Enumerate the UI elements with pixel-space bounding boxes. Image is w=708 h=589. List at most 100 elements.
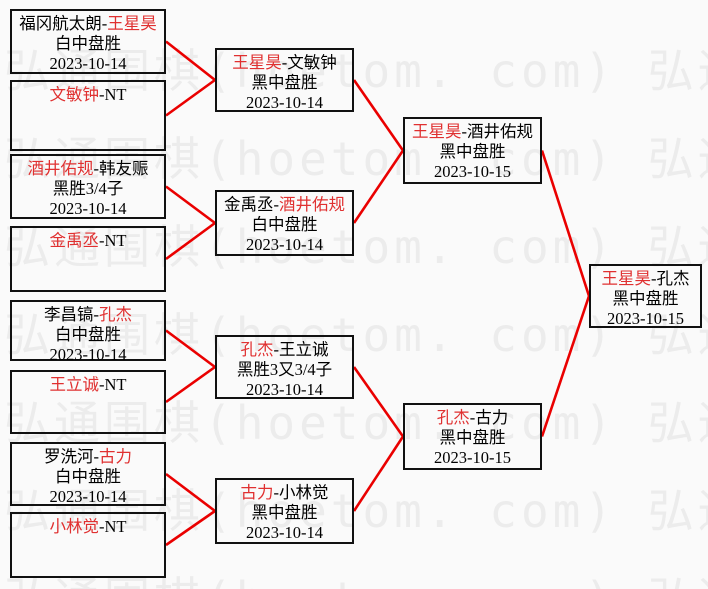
- match-date: 2023-10-14: [49, 199, 127, 218]
- match-players: 王星昊-酒井佑规: [405, 122, 540, 142]
- match-result: [12, 537, 164, 557]
- winner-name: 孔杰: [99, 305, 132, 324]
- player-name: 文敏钟: [287, 53, 337, 72]
- match-result: [12, 395, 164, 415]
- winner-name: 王星昊: [232, 53, 282, 72]
- match-players: 小林觉-NT: [12, 517, 164, 537]
- name-separator: -: [281, 53, 288, 72]
- winner-name: 王星昊: [601, 269, 652, 288]
- match-date: [12, 125, 164, 145]
- player-name: NT: [104, 231, 127, 250]
- match-players: 文敏钟-NT: [12, 85, 164, 105]
- match-box-first-round-2: 文敏钟-NT: [10, 80, 166, 151]
- player-name: 福冈航太朗: [19, 14, 102, 33]
- match-result: 黑中盘胜: [612, 289, 679, 308]
- match-players: 金禹丞-NT: [12, 231, 164, 251]
- match-date: 2023-10-14: [246, 93, 323, 112]
- watermark-text: 弘通围棋(hoetom. com) 弘通围棋(hoetom. com): [4, 132, 708, 186]
- name-separator: -: [99, 375, 105, 394]
- connector-line: [165, 221, 216, 261]
- connector-line: [165, 78, 216, 117]
- connector-line: [540, 295, 591, 437]
- match-result: 黑胜3/4子: [52, 179, 124, 198]
- match-players: 王星昊-孔杰: [591, 269, 700, 289]
- match-players: 李昌镐-孔杰: [12, 305, 164, 325]
- winner-name: 金禹丞: [49, 231, 100, 250]
- match-result: 白中盘胜: [55, 325, 121, 344]
- player-name: 小林觉: [279, 483, 329, 502]
- name-separator: -: [93, 447, 100, 466]
- match-players: 孔杰-古力: [405, 408, 540, 428]
- match-players: 孔杰-王立诚: [217, 340, 352, 360]
- match-result: 黑中盘胜: [251, 73, 318, 92]
- connector-line: [352, 435, 405, 512]
- connector-line: [352, 366, 405, 438]
- player-name: NT: [104, 375, 127, 394]
- watermark-text: 弘通围棋(hoetom. com) 弘通围棋(hoetom. com): [4, 484, 708, 538]
- connector-line: [352, 79, 405, 152]
- player-name: 孔杰: [656, 269, 690, 288]
- name-separator: -: [273, 483, 280, 502]
- player-name: NT: [104, 517, 127, 536]
- watermark-text: 弘通围棋(hoetom. com) 弘通围棋(hoetom. com): [4, 396, 708, 450]
- match-date: [12, 557, 164, 577]
- match-date: 2023-10-14: [49, 54, 127, 73]
- winner-name: 小林觉: [49, 517, 100, 536]
- name-separator: -: [651, 269, 657, 288]
- winner-name: 孔杰: [240, 340, 274, 359]
- watermark-text: 弘通围棋(hoetom. com) 弘通围棋(hoetom. com): [4, 575, 708, 589]
- winner-name: 王立诚: [49, 375, 100, 394]
- match-result: [12, 105, 164, 125]
- connector-line: [352, 149, 405, 224]
- name-separator: -: [273, 195, 280, 214]
- match-players: 王星昊-文敏钟: [217, 53, 352, 73]
- player-name: 罗洗河: [44, 447, 94, 466]
- match-result: 黑中盘胜: [439, 142, 506, 161]
- match-result: 白中盘胜: [55, 34, 121, 53]
- match-result: [12, 251, 164, 271]
- connector-line: [165, 185, 216, 225]
- connector-line: [165, 40, 216, 82]
- connector-line: [540, 150, 591, 297]
- match-result: 黑胜3又3/4子: [236, 360, 333, 379]
- match-date: 2023-10-15: [434, 162, 511, 181]
- match-box-first-round-4: 金禹丞-NT: [10, 226, 166, 292]
- watermark-text: 弘通围棋(hoetom. com) 弘通围棋(hoetom. com): [4, 44, 708, 98]
- match-result: 白中盘胜: [251, 215, 318, 234]
- winner-name: 文敏钟: [49, 85, 100, 104]
- connector-line: [165, 472, 216, 513]
- match-players: 罗洗河-古力: [12, 447, 164, 467]
- match-result: 黑中盘胜: [439, 428, 506, 447]
- match-date: 2023-10-15: [607, 309, 684, 328]
- match-players: 金禹丞-酒井佑规: [217, 195, 352, 215]
- name-separator: -: [99, 85, 105, 104]
- match-date: [12, 271, 164, 291]
- winner-name: 古力: [99, 447, 132, 466]
- match-result: 白中盘胜: [55, 467, 121, 486]
- name-separator: -: [101, 14, 108, 33]
- match-players: 福冈航太朗-王星昊: [12, 14, 164, 34]
- connector-line: [165, 509, 216, 547]
- match-box-first-round-6: 王立诚-NT: [10, 370, 166, 434]
- player-name: 酒井佑规: [467, 122, 533, 141]
- name-separator: -: [93, 305, 100, 324]
- match-players: 古力-小林觉: [217, 483, 352, 503]
- connector-line: [165, 329, 216, 369]
- match-players: 王立诚-NT: [12, 375, 164, 395]
- winner-name: 王星昊: [107, 14, 157, 33]
- winner-name: 古力: [240, 483, 274, 502]
- match-date: 2023-10-14: [49, 345, 127, 364]
- name-separator: -: [99, 517, 105, 536]
- player-name: 古力: [475, 408, 509, 427]
- match-date: 2023-10-14: [49, 487, 127, 506]
- connector-line: [165, 365, 216, 404]
- winner-name: 酒井佑规: [279, 195, 345, 214]
- player-name: 王立诚: [279, 340, 329, 359]
